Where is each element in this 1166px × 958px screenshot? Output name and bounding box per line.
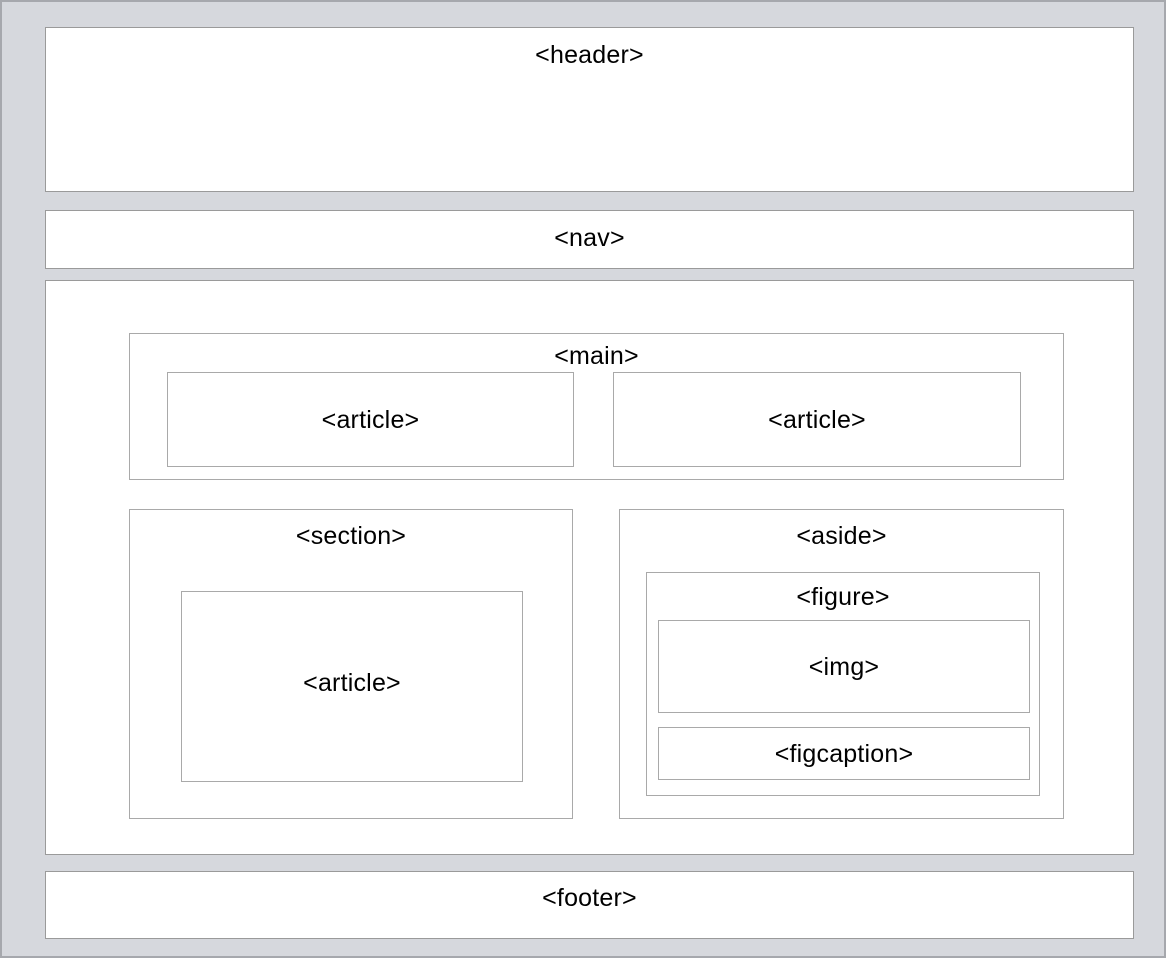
main-region-box: <main> <article> <article> [129,333,1064,480]
main-article-label-2: <article> [768,406,866,434]
content-wrapper-box: <main> <article> <article> <section> <ar… [45,280,1134,855]
footer-region-box: <footer> [45,871,1134,939]
nav-region-box: <nav> [45,210,1134,269]
section-region-label: <section> [295,522,407,550]
figure-label: <figure> [796,583,890,611]
header-region-box: <header> [45,27,1134,192]
aside-region-box: <aside> <figure> <img> <figcaption> [619,509,1064,819]
main-article-label-1: <article> [321,406,420,434]
figcaption-label: <figcaption> [774,740,914,768]
section-article-label: <article> [303,669,401,697]
nav-region-label: <nav> [554,224,625,252]
section-article-box: <article> [181,591,523,782]
figure-box: <figure> <img> <figcaption> [646,572,1040,796]
header-region-label: <header> [535,41,644,69]
section-region-box: <section> <article> [129,509,573,819]
img-label: <img> [808,653,880,681]
main-article-box-2: <article> [613,372,1021,467]
figcaption-box: <figcaption> [658,727,1030,780]
img-box: <img> [658,620,1030,713]
main-region-label: <main> [554,342,639,370]
main-article-box-1: <article> [167,372,574,467]
aside-region-label: <aside> [796,522,887,550]
footer-region-label: <footer> [542,884,637,912]
